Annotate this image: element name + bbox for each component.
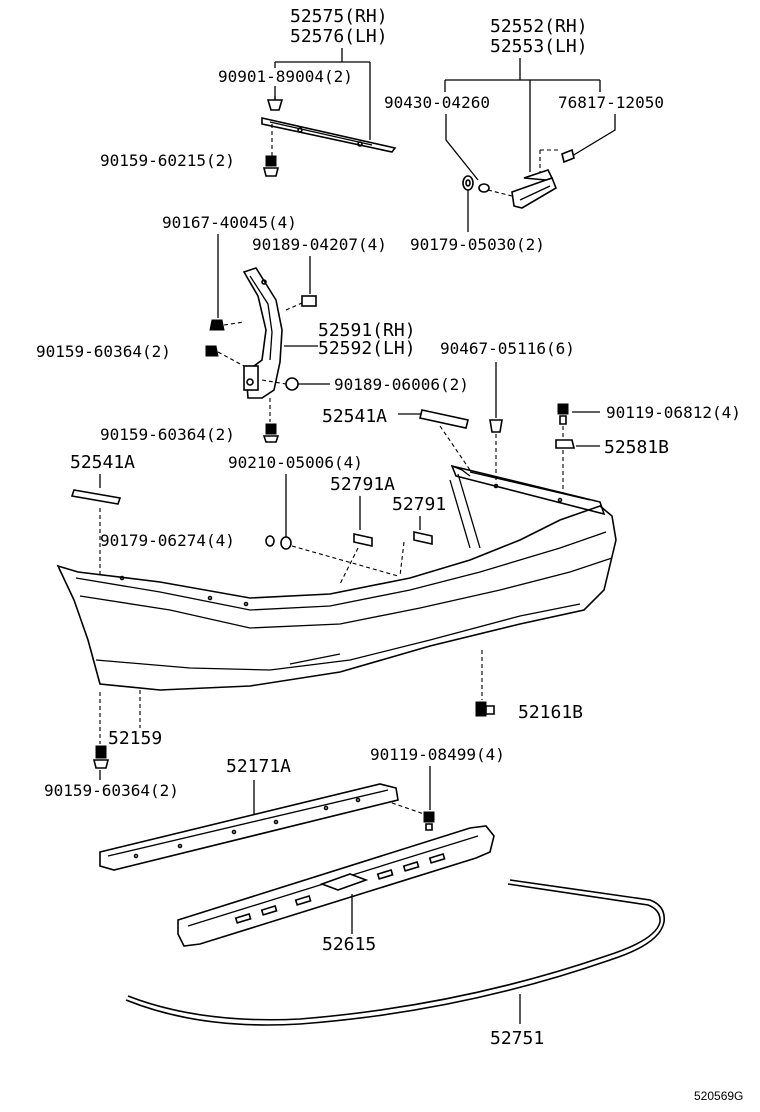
label-52615: 52615 (322, 934, 376, 955)
bracket-52791 (413, 531, 433, 545)
screw-90159-60364-b (262, 423, 280, 443)
screw-76817 (561, 148, 575, 164)
label-52591: 52591(RH) (318, 320, 416, 341)
label-90159-60215: 90159-60215(2) (100, 151, 235, 170)
pad-52541A-left (70, 489, 122, 505)
label-90189-04207: 90189-04207(4) (252, 235, 387, 254)
seal-52751 (125, 879, 666, 1026)
clip-52161B (475, 701, 495, 717)
label-90179-06274: 90179-06274(4) (100, 531, 235, 550)
label-52161B: 52161B (518, 702, 583, 723)
bumper-cover-52159: 52159 (56, 464, 617, 749)
bolt-90167 (209, 319, 245, 331)
side-bracket-52591-group: 90167-40045(4) 90189-04207(4) 52591(RH) … (36, 213, 469, 444)
clip-52161B-group: 52161B (475, 650, 583, 723)
label-52552: 52552(RH) (490, 16, 588, 37)
washer-90430 (478, 183, 490, 193)
clip-90901 (266, 96, 284, 111)
bolt-90119-08499 (423, 811, 435, 831)
label-90159-60364-b: 90159-60364(2) (100, 425, 235, 444)
label-90119-08499: 90119-08499(4) (370, 745, 505, 764)
screw-90159-60364-a (205, 345, 245, 367)
label-52581B: 52581B (604, 437, 669, 458)
label-90159-60364-c: 90159-60364(2) (44, 781, 179, 800)
label-76817-12050: 76817-12050 (558, 93, 664, 112)
screw-90159-60364-c (92, 745, 110, 769)
nut-90179-06274 (265, 535, 275, 547)
bracket-52791A (353, 533, 373, 547)
screw-90159-60364-c-group: 90159-60364(2) (44, 692, 179, 800)
seal-52751-group: 52751 (125, 879, 666, 1049)
label-52159: 52159 (108, 728, 162, 749)
label-52576: 52576(LH) (290, 26, 388, 47)
label-52592: 52592(LH) (318, 338, 416, 359)
pad-52541A-top (419, 409, 469, 429)
label-52541A-top: 52541A (322, 406, 387, 427)
label-90467-05116: 90467-05116(6) (440, 339, 575, 358)
screw-90159-60215 (262, 155, 280, 177)
nut-90189-06006 (261, 377, 330, 391)
label-52751: 52751 (490, 1028, 544, 1049)
side-bracket-52591 (242, 267, 283, 399)
nut-90179-05030 (462, 175, 474, 191)
clip-90210 (280, 536, 292, 550)
nut-90189-04207 (301, 295, 317, 307)
reinforcement-52171A-group: 52171A 90119-08499(4) (99, 745, 505, 871)
label-90901-89004: 90901-89004(2) (218, 67, 353, 86)
label-52541A-left: 52541A (70, 452, 135, 473)
label-52791A: 52791A (330, 474, 395, 495)
clip-52581B (555, 439, 576, 449)
retainer-52552-group: 52552(RH) 52553(LH) 90430-04260 76817-12… (384, 16, 664, 254)
clip-90467 (489, 419, 503, 433)
label-90210-05006: 90210-05006(4) (228, 453, 363, 472)
label-52791: 52791 (392, 494, 446, 515)
left-pad-group: 52541A 90210-05006(4) 52791A 52791 90179… (70, 452, 446, 585)
label-90119-06812: 90119-06812(4) (606, 403, 741, 422)
label-52171A: 52171A (226, 756, 291, 777)
bracket-52575-group: 52575(RH) 52576(LH) 90901-89004(2) 90159… (100, 6, 397, 177)
label-52575: 52575(RH) (290, 6, 388, 27)
bolt-90119-06812 (557, 403, 569, 425)
figure-id: 520569G (694, 1089, 743, 1103)
label-90159-60364-a: 90159-60364(2) (36, 342, 171, 361)
label-52553: 52553(LH) (490, 36, 588, 57)
label-90179-05030: 90179-05030(2) (410, 235, 545, 254)
label-90430-04260: 90430-04260 (384, 93, 490, 112)
absorber-52615-group: 52615 (177, 825, 495, 955)
label-90189-06006: 90189-06006(2) (334, 375, 469, 394)
right-fasteners-group: 90467-05116(6) 52541A 90119-06812(4) 525… (322, 339, 741, 494)
label-90167-40045: 90167-40045(4) (162, 213, 297, 232)
